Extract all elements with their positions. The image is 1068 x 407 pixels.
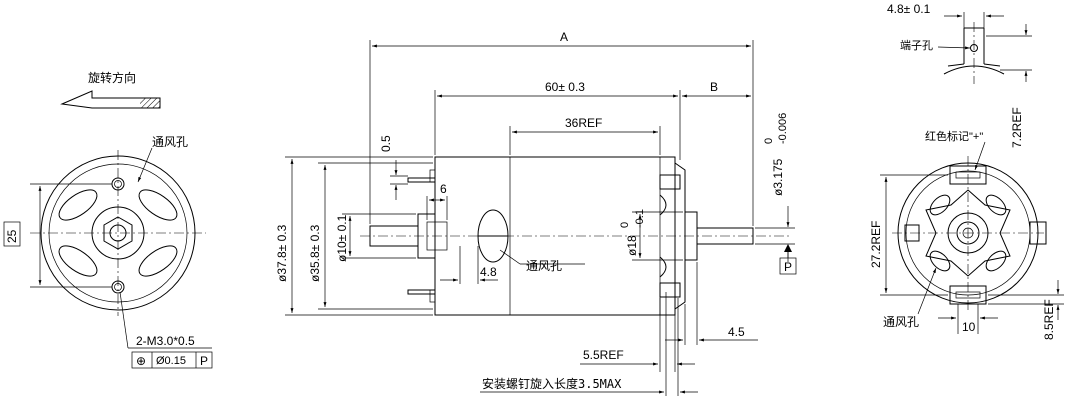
right-view-vent-holes xyxy=(929,194,1007,272)
dim-shaft-upper-tol: 0 xyxy=(763,138,775,144)
left-view-vent-slots xyxy=(58,189,178,277)
left-view-boss xyxy=(91,206,145,260)
dim-18-upper-tol: 0 xyxy=(619,222,631,228)
right-end-view: 4.8± 0.1 端子孔 7.2REF 红色标记"+" xyxy=(869,2,1064,340)
dim-10-right-label: 10 xyxy=(962,320,976,334)
dim-shaft-label: ø3.175 xyxy=(771,158,785,196)
dim-18-label: ø18 xyxy=(625,235,639,256)
terminal-detail: 4.8± 0.1 端子孔 7.2REF xyxy=(887,2,1032,148)
vent-hole-label-right: 通风孔 xyxy=(883,315,919,329)
dim-A-label: A xyxy=(560,30,568,44)
dim-4-5-label: 4.5 xyxy=(728,325,745,339)
thread-callout-label: 2-M3.0*0.5 xyxy=(136,334,195,348)
fcf-datum-ref: P xyxy=(200,354,208,368)
side-tab-right xyxy=(1029,221,1047,245)
dim-shaft-lower-tol: -0.006 xyxy=(777,113,789,144)
dim-8-5ref-label: 8.5REF xyxy=(1042,299,1056,340)
dim-27-2ref-label: 27.2REF xyxy=(869,221,883,268)
dim-B-label: B xyxy=(710,80,718,94)
left-end-view: 旋转方向 通风孔 25 xyxy=(3,70,213,369)
svg-text:P: P xyxy=(784,260,792,274)
dim-0-5-label: 0.5 xyxy=(379,135,393,152)
dim-60-label: 60± 0.3 xyxy=(545,80,585,94)
vent-leader-left xyxy=(137,147,153,183)
dim-10-label: ø10± 0.1 xyxy=(335,214,349,262)
rotation-direction-label: 旋转方向 xyxy=(88,70,136,85)
vent-hole-label-side: 通风孔 xyxy=(526,259,562,273)
dim-37-8-label: ø37.8± 0.3 xyxy=(275,224,289,282)
terminals xyxy=(407,169,436,303)
dim-25-box xyxy=(3,221,21,247)
dim-36ref-label: 36REF xyxy=(565,116,602,130)
feature-control-frame: ⊕ Ø0.15 P xyxy=(131,351,213,369)
terminal-hole-label: 端子孔 xyxy=(900,39,933,52)
brush-holder-plate xyxy=(925,189,1011,277)
datum-P: P xyxy=(779,244,797,275)
dim-35-8-label: ø35.8± 0.3 xyxy=(308,224,322,282)
side-view: A 60± 0.3 B 36REF 0.5 6 ø37.8± 0.3 ø xyxy=(275,30,797,396)
screw-note-label: 安装螺钉旋入长度3.5MAX xyxy=(482,376,622,391)
dim-7-2ref-label: 7.2REF xyxy=(1010,107,1024,148)
dim-4-8-right-label: 4.8± 0.1 xyxy=(887,2,931,16)
dim-6-label: 6 xyxy=(440,182,447,196)
fcf-tolerance-value: Ø0.15 xyxy=(156,355,186,367)
thread-leader xyxy=(119,291,129,349)
dim-5-5ref-label: 5.5REF xyxy=(583,348,624,362)
dim-4-8-label: 4.8 xyxy=(480,265,497,279)
vent-hole-label-left: 通风孔 xyxy=(152,135,188,149)
position-tolerance-icon: ⊕ xyxy=(136,354,146,368)
dim-18-lower-tol: -0.1 xyxy=(634,209,646,228)
rotation-arrow-icon xyxy=(60,90,161,109)
red-mark-label: 红色标记"+" xyxy=(925,129,983,143)
dim-25-label: 25 xyxy=(5,229,19,243)
